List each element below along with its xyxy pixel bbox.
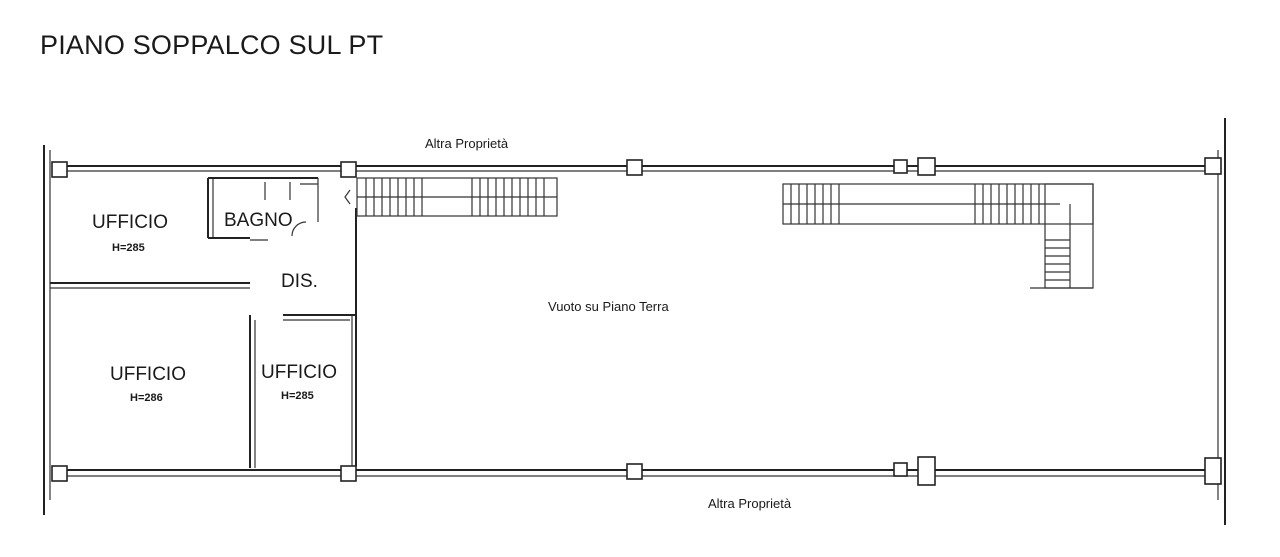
top-neighbour-label: Altra Proprietà (425, 136, 509, 151)
void-label: Vuoto su Piano Terra (548, 299, 669, 314)
office-top-left-height: H=285 (112, 242, 145, 254)
office-top-left-name: UFFICIO (92, 212, 168, 233)
right-stair-treads (790, 184, 1070, 281)
left-staircase (344, 177, 558, 217)
right-staircase (782, 183, 1094, 289)
bathroom-name: BAGNO (224, 210, 293, 231)
plan-title: PIANO SOPPALCO SUL PT (40, 30, 384, 60)
hallway-name: DIS. (281, 271, 318, 292)
office-bottom-left-height: H=286 (130, 392, 163, 404)
boundary-walls (43, 118, 1226, 525)
pillars (51, 157, 1222, 486)
left-stair-treads (365, 178, 545, 216)
office-bottom-mid-height: H=285 (281, 390, 314, 402)
office-bottom-mid-name: UFFICIO (261, 362, 337, 383)
bottom-neighbour-label: Altra Proprietà (708, 496, 792, 511)
office-bottom-left-name: UFFICIO (110, 364, 186, 385)
interior-walls (50, 177, 357, 468)
